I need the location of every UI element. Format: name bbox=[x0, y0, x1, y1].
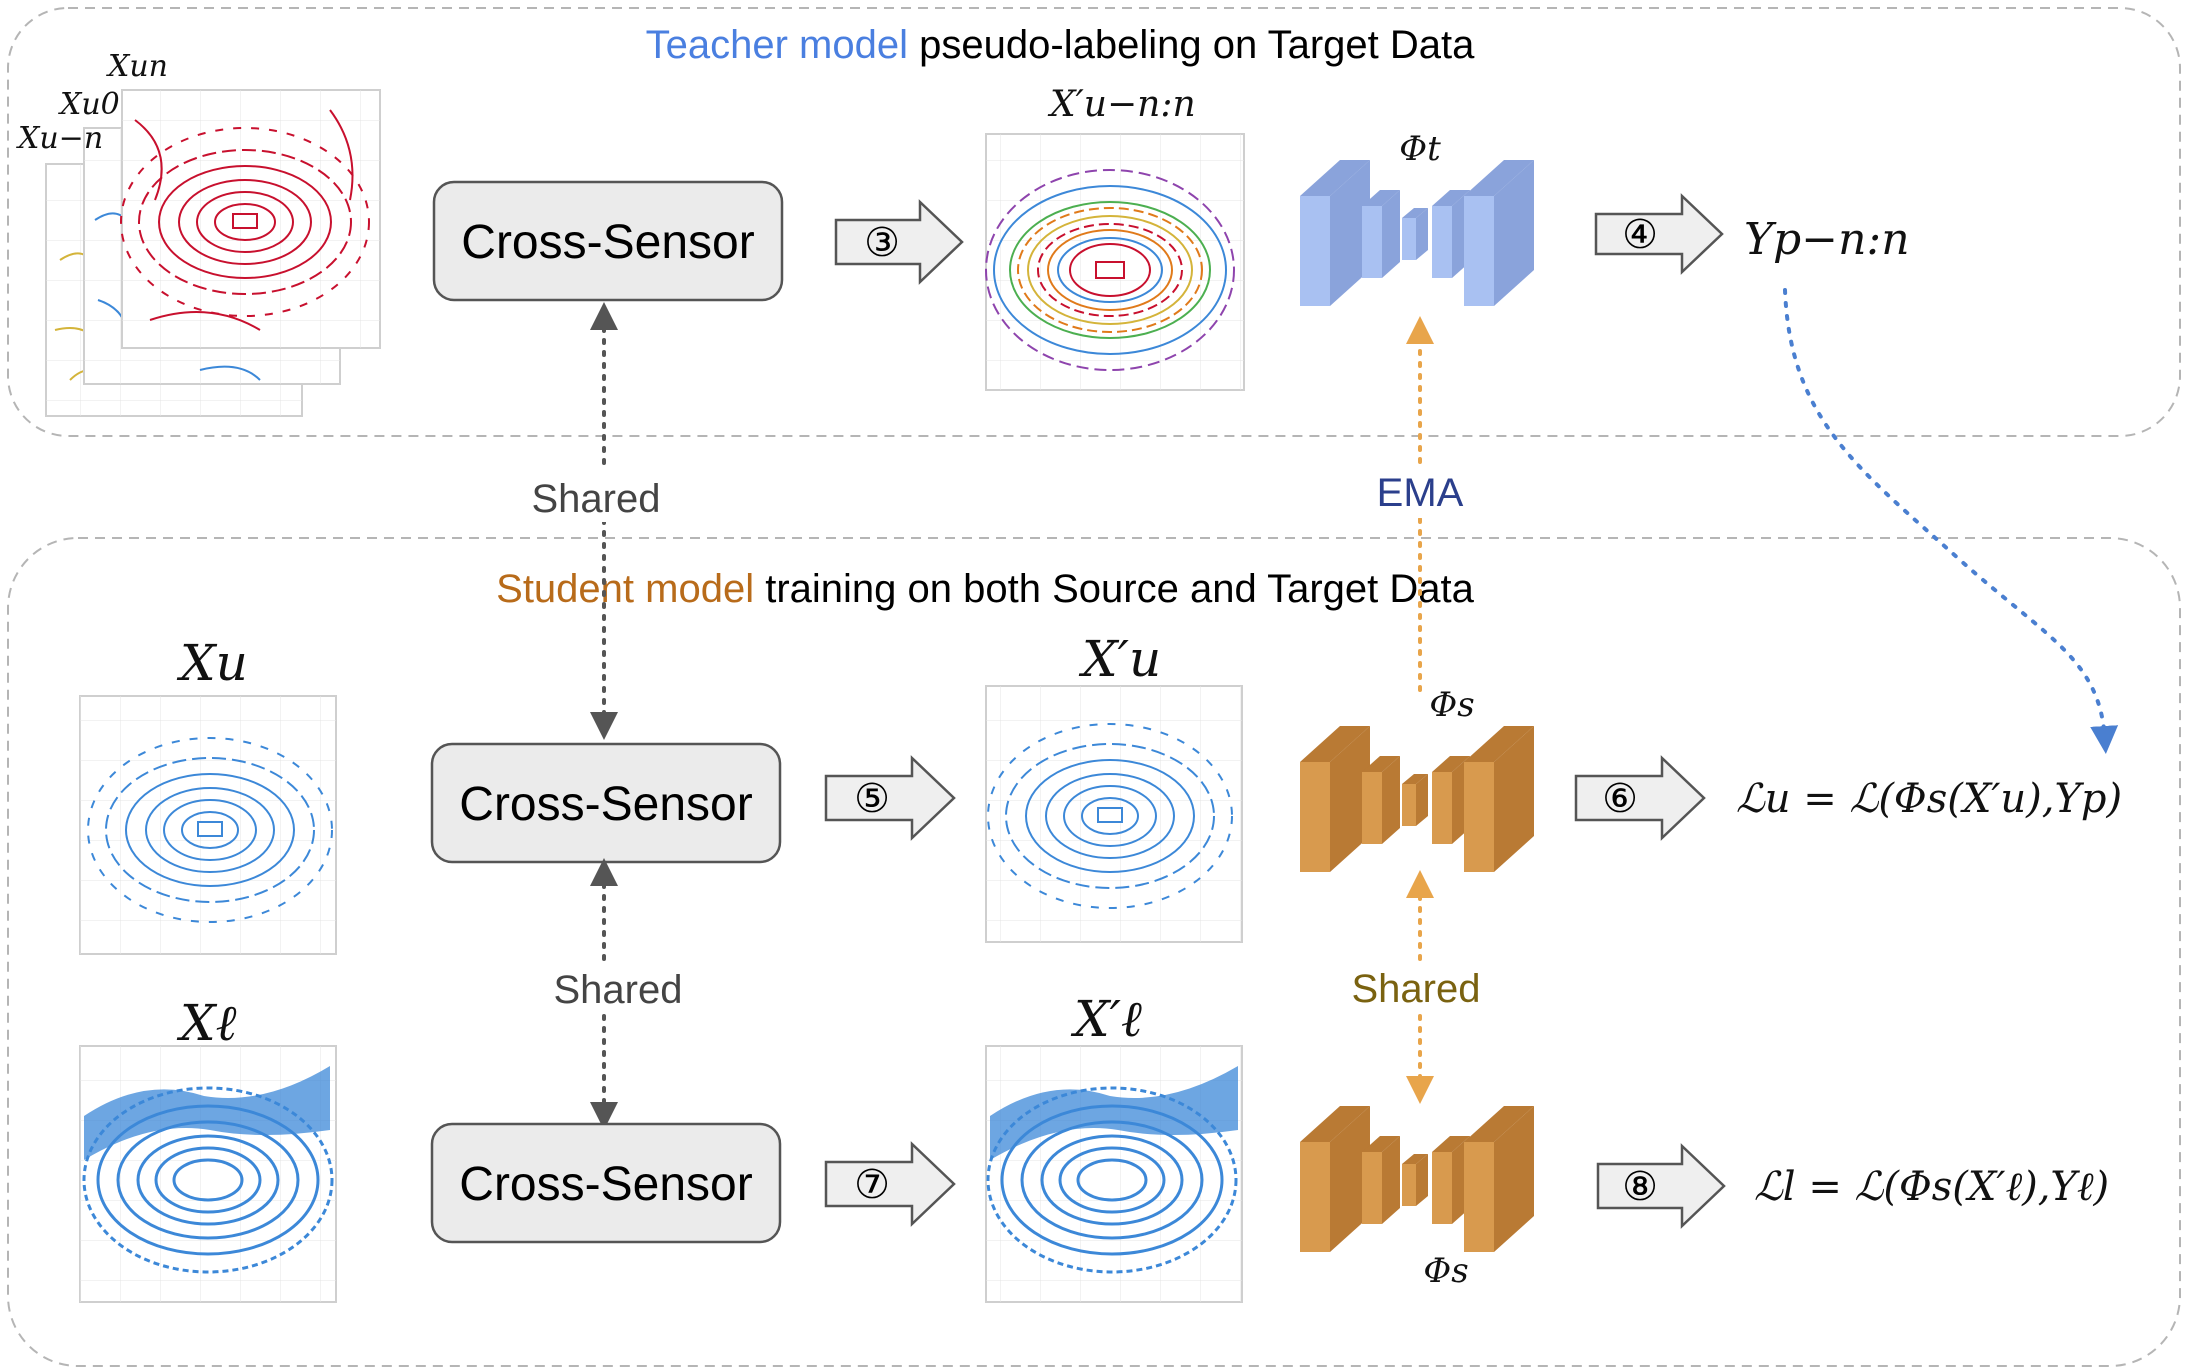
ego-vehicle bbox=[232, 213, 258, 229]
label-x-u-n: Xun bbox=[106, 49, 168, 84]
pseudo-label-arrow bbox=[1783, 288, 2119, 754]
teacher-section bbox=[7, 7, 2181, 437]
student-title-colored: Student model bbox=[496, 567, 754, 611]
student-title-rest: training on both Source and Target Data bbox=[765, 567, 1474, 611]
student-cross-sensor-label-u: Cross-Sensor bbox=[459, 778, 752, 831]
scan-red bbox=[120, 109, 370, 331]
student-aug-u-scan bbox=[985, 685, 1243, 943]
teacher-cross-sensor-label: Cross-Sensor bbox=[461, 216, 754, 269]
student-model-label-u: Φs bbox=[1429, 685, 1474, 725]
teacher-title: Teacher model pseudo-labeling on Target … bbox=[646, 23, 1475, 67]
shared-model-label: Shared bbox=[1352, 967, 1481, 1011]
ema-label: EMA bbox=[1377, 471, 1464, 515]
label-x-prime-l: X′ℓ bbox=[1070, 990, 1142, 1048]
teacher-title-colored: Teacher model bbox=[646, 23, 908, 67]
teacher-model-label: Φt bbox=[1399, 129, 1441, 169]
label-x-prime-u: X′u bbox=[1078, 630, 1161, 688]
student-input-l-scan bbox=[79, 1045, 337, 1303]
student-cross-sensor-label-l: Cross-Sensor bbox=[459, 1158, 752, 1211]
student-title: Student model training on both Source an… bbox=[496, 567, 1474, 611]
teacher-input-stack bbox=[45, 89, 381, 417]
teacher-network bbox=[1300, 160, 1534, 306]
teacher-title-rest: pseudo-labeling on Target Data bbox=[919, 23, 1475, 67]
label-x-u-minus-n: Xu−n bbox=[16, 121, 103, 156]
step3-arrow bbox=[834, 199, 964, 285]
step4-label: ④ bbox=[1622, 212, 1658, 258]
step7-label: ⑦ bbox=[854, 1162, 890, 1208]
student-input-u-scan bbox=[79, 695, 337, 955]
step6-arrow bbox=[1574, 755, 1706, 841]
label-x-u: Xu bbox=[176, 634, 248, 692]
student-aug-l-scan bbox=[985, 1045, 1243, 1303]
shared-mid-label: Shared bbox=[554, 968, 683, 1012]
label-x-l: Xℓ bbox=[176, 994, 237, 1052]
student-cross-sensor-box-l bbox=[430, 1122, 782, 1244]
student-model-label-l: Φs bbox=[1423, 1251, 1468, 1291]
teacher-cross-sensor-box bbox=[432, 180, 784, 302]
step5-label: ⑤ bbox=[854, 776, 890, 822]
loss-unlabeled: ℒu = ℒ(Φs(X′u),Yp) bbox=[1736, 776, 2122, 822]
step5-arrow bbox=[824, 755, 956, 841]
label-x-prime-u-seq: X′u−n:n bbox=[1047, 84, 1196, 125]
step6-label: ⑥ bbox=[1602, 776, 1638, 822]
student-network-l bbox=[1300, 1106, 1534, 1252]
step7-arrow bbox=[824, 1141, 956, 1227]
student-section bbox=[7, 537, 2181, 1367]
step8-arrow bbox=[1596, 1143, 1726, 1229]
step4-arrow bbox=[1594, 193, 1724, 275]
loss-labeled: ℒl = ℒ(Φs(X′ℓ),Yℓ) bbox=[1754, 1164, 2109, 1210]
step8-label: ⑧ bbox=[1622, 1164, 1658, 1210]
pseudo-label-output: Yp−n:n bbox=[1744, 214, 1910, 265]
student-network-u bbox=[1300, 726, 1534, 872]
step3-label: ③ bbox=[864, 220, 900, 266]
shared-top-label: Shared bbox=[532, 477, 661, 521]
label-x-u-0: Xu0 bbox=[58, 87, 120, 122]
teacher-augmented-scan bbox=[985, 133, 1245, 391]
